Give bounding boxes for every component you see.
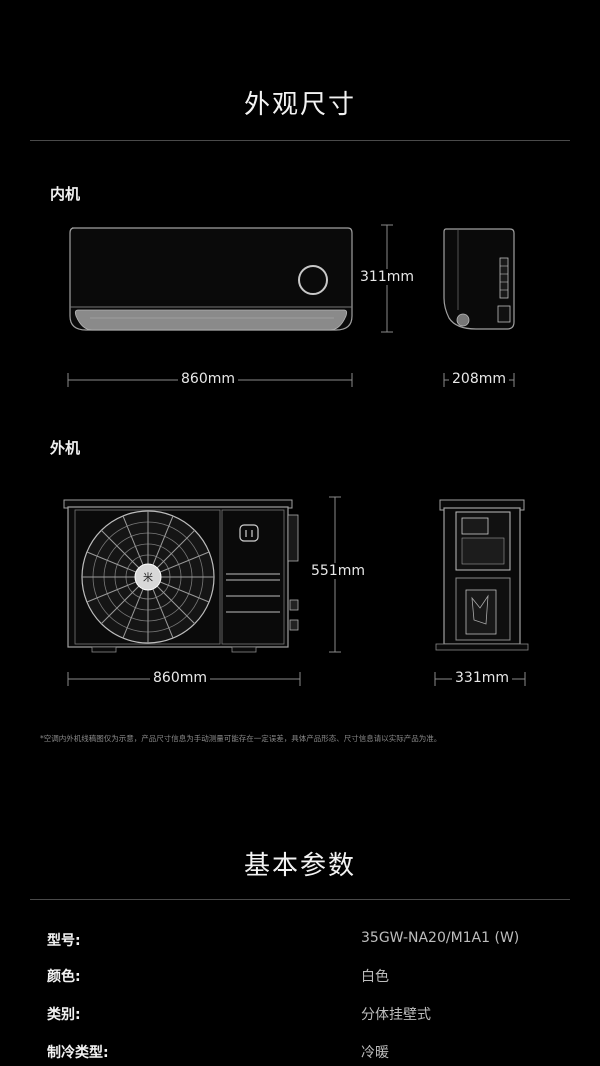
dimensions-title: 外观尺寸 [243, 90, 356, 120]
indoor-unit-drawing [67, 224, 515, 387]
spec-row-category: 类别: 分体挂壁式 [0, 1004, 600, 1028]
outdoor-width-label: 860mm [150, 670, 210, 686]
spec-label: 类别: [47, 1007, 81, 1023]
spec-row-model: 型号: 35GW-NA20/M1A1 (W) [0, 930, 600, 954]
display-knob-icon [298, 265, 328, 295]
outdoor-unit-drawing: 米 [63, 496, 529, 686]
indoor-height-label: 311mm [357, 269, 417, 285]
spec-value: 白色 [361, 969, 389, 985]
spec-label: 颜色: [47, 969, 81, 985]
mi-home-logo-icon [239, 524, 259, 542]
spec-row-cooling-type: 制冷类型: 冷暖 [0, 1042, 600, 1066]
spec-label: 型号: [47, 933, 81, 949]
title-divider [30, 140, 570, 141]
fan-grille-icon: 米 [81, 510, 215, 644]
outdoor-height-label: 551mm [308, 563, 368, 579]
outdoor-unit-label: 外机 [50, 439, 81, 457]
outdoor-depth-label: 331mm [452, 670, 512, 686]
spec-value: 分体挂壁式 [361, 1007, 431, 1023]
svg-text:米: 米 [143, 571, 153, 584]
spec-value: 冷暖 [361, 1045, 389, 1061]
disclaimer-note: *空调内外机线稿图仅为示意，产品尺寸信息为手动测量可能存在一定误差，具体产品形态… [40, 734, 442, 743]
specs-divider [30, 899, 570, 900]
spec-value: 35GW-NA20/M1A1 (W) [361, 930, 520, 946]
indoor-unit-label: 内机 [50, 185, 81, 203]
specs-title: 基本参数 [243, 851, 356, 881]
indoor-depth-label: 208mm [449, 371, 509, 387]
spec-label: 制冷类型: [47, 1045, 109, 1061]
spec-row-color: 颜色: 白色 [0, 966, 600, 990]
indoor-width-label: 860mm [178, 371, 238, 387]
